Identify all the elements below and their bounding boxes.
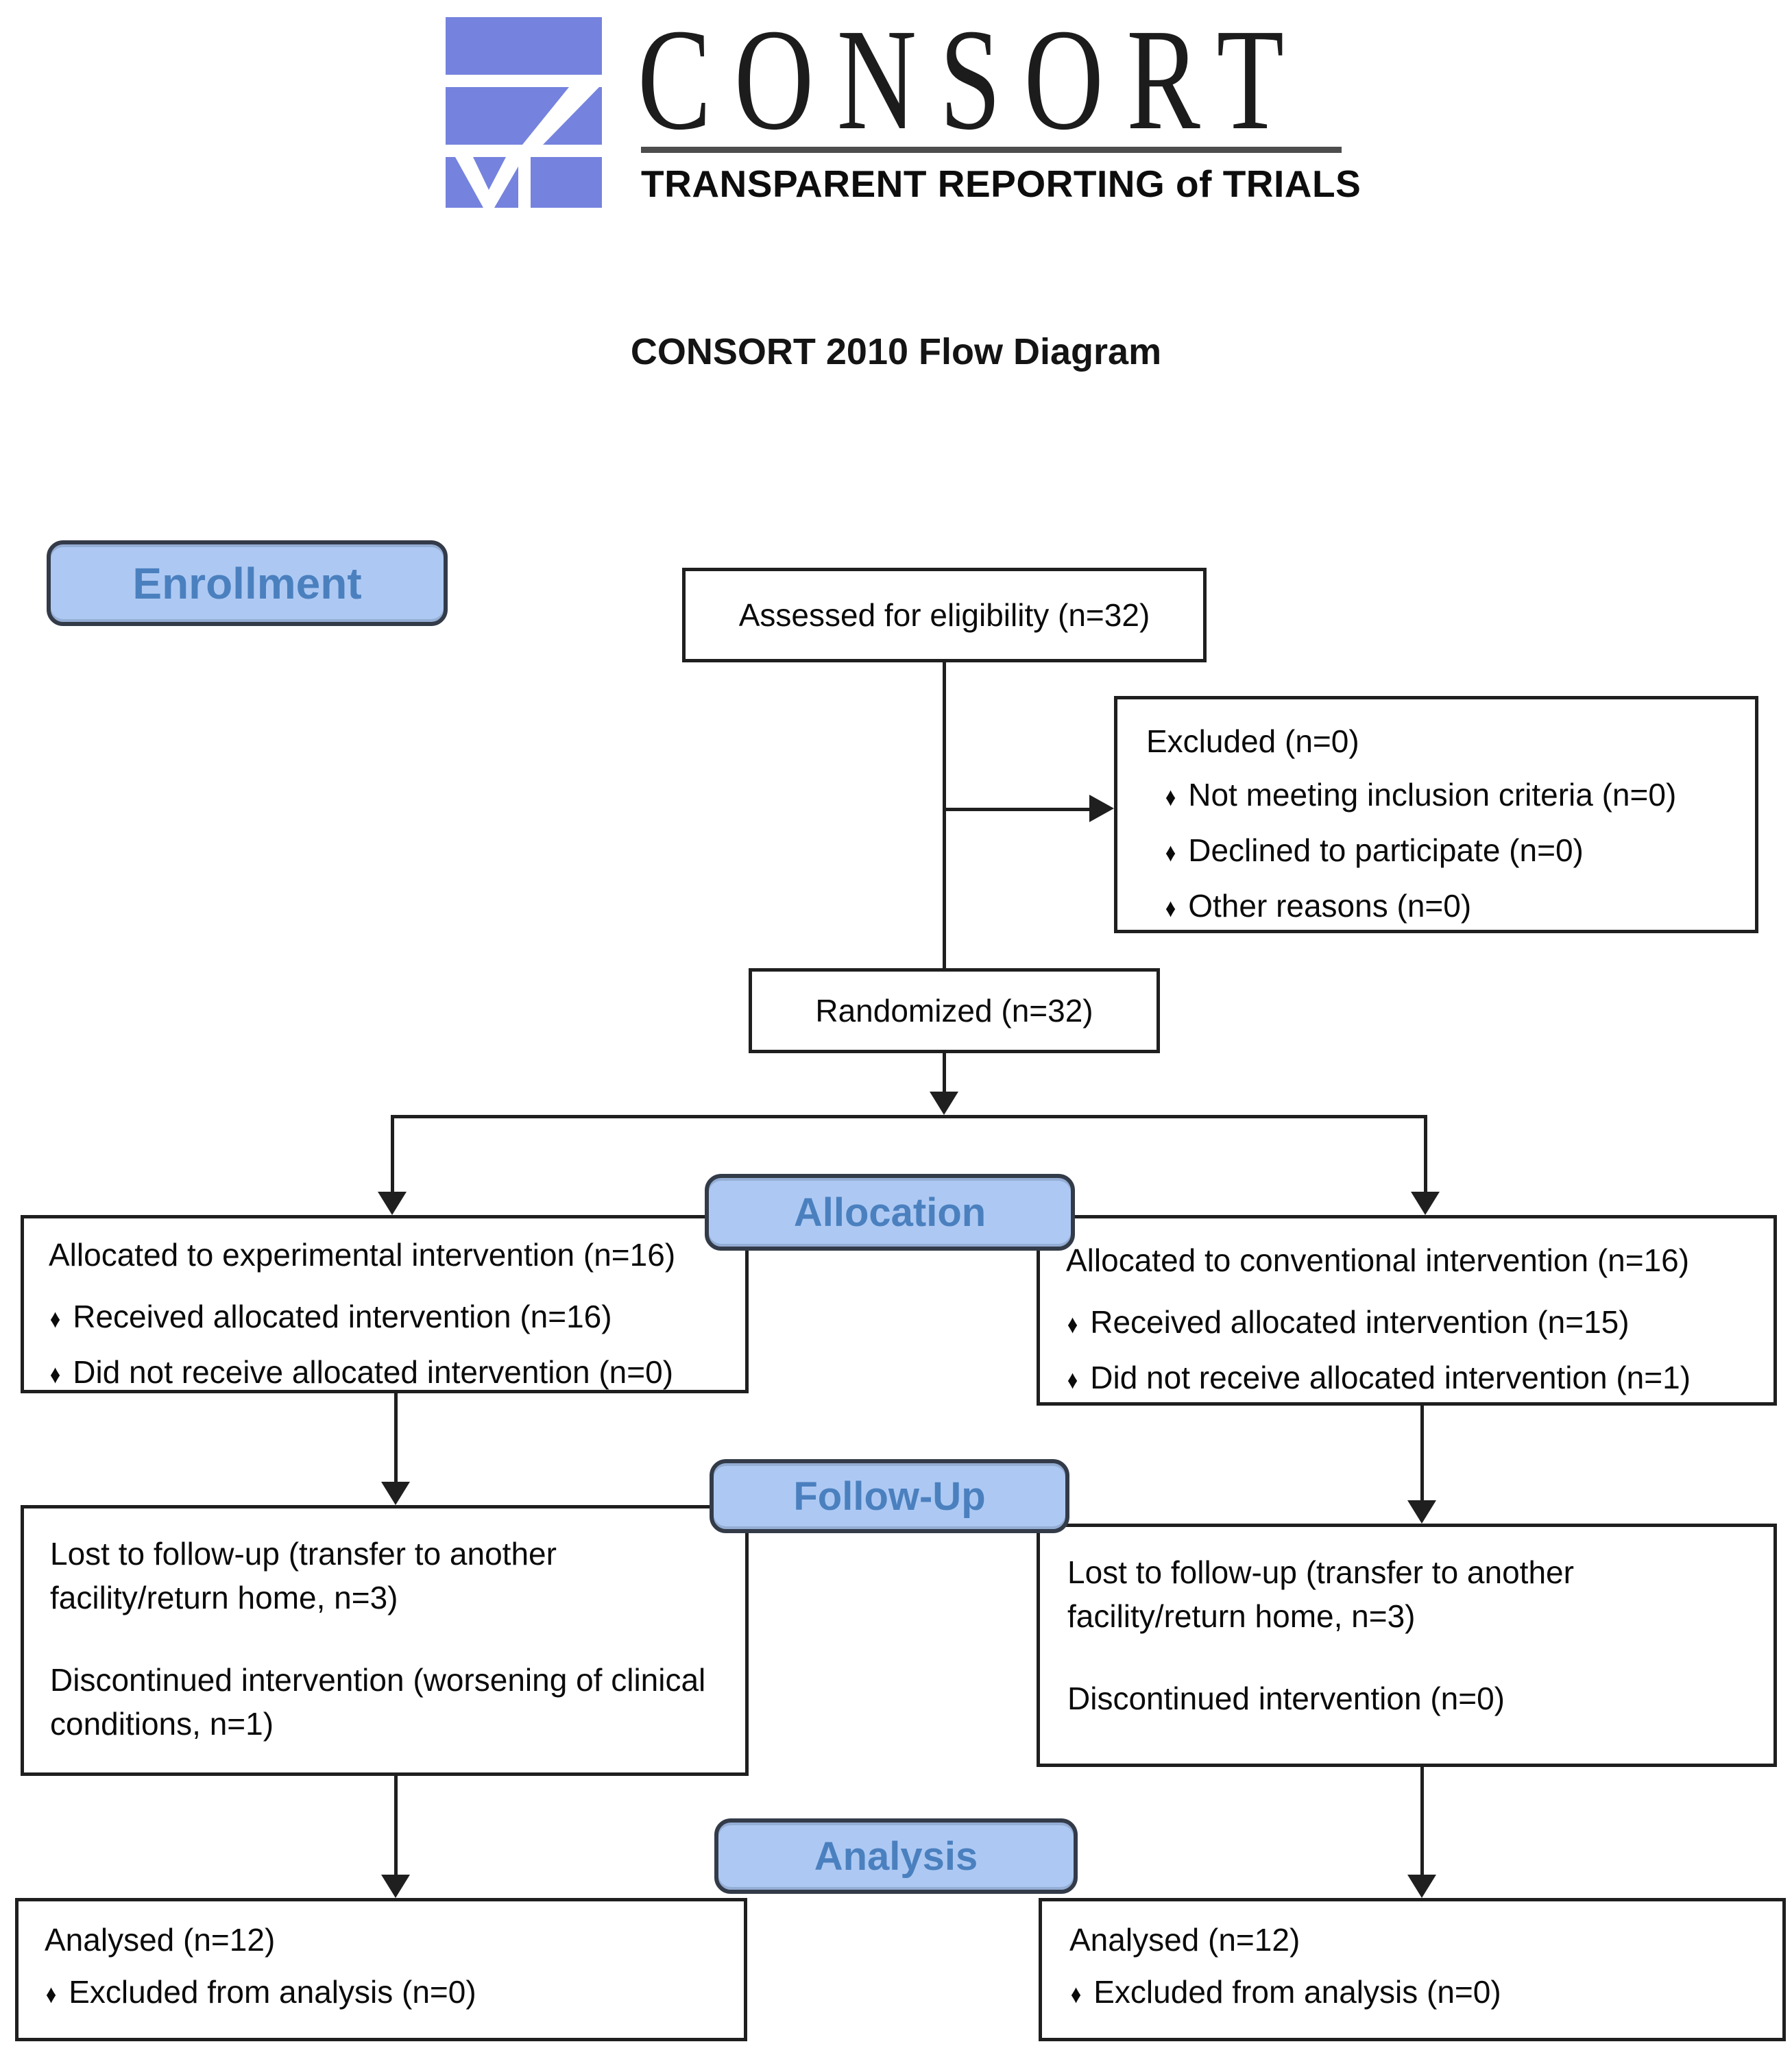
allocation-left-bullet-row: ♦ Received allocated intervention (n=16) (49, 1290, 737, 1345)
excluded-box: Excluded (n=0) ♦ Not meeting inclusion cr… (1114, 696, 1758, 933)
followup-left-paragraph: Discontinued intervention (worsening of … (50, 1662, 706, 1742)
consort-wordmark: CONSORT (638, 0, 1307, 160)
allocation-right-bullet-row: ♦ Did not receive allocated intervention … (1066, 1351, 1765, 1406)
arrowhead-into-alloc-right (1411, 1192, 1440, 1215)
excluded-title: Excluded (n=0) (1146, 723, 1359, 759)
consort-logo-icon (446, 17, 602, 208)
allocation-right-title: Allocated to conventional intervention (… (1066, 1242, 1690, 1278)
connector-alloc-right-to-followup (1420, 1406, 1424, 1502)
diamond-bullet-icon: ♦ (1067, 1310, 1078, 1338)
logo-checkmark-tail-cut (522, 87, 599, 145)
diamond-bullet-icon: ♦ (1067, 1365, 1078, 1394)
followup-right-paragraph: Lost to follow-up (transfer to another f… (1067, 1554, 1574, 1634)
excluded-bullet-row: ♦ Not meeting inclusion criteria (n=0) (1146, 768, 1734, 823)
connector-alloc-left-to-followup (394, 1393, 398, 1483)
analysis-left-title: Analysed (n=12) (45, 1922, 276, 1958)
logo-bar-top (446, 17, 602, 75)
assessed-box: Assessed for eligibility (n=32) (682, 568, 1207, 662)
followup-left-paragraph: Lost to follow-up (transfer to another f… (50, 1536, 557, 1615)
stage-label-analysis-text: Analysis (814, 1833, 978, 1879)
allocation-right-bullet-text: Did not receive allocated intervention (… (1090, 1360, 1691, 1395)
diamond-bullet-icon: ♦ (45, 1980, 57, 2008)
logo-checkmark-v-cut (455, 157, 524, 208)
diamond-bullet-icon: ♦ (1165, 782, 1176, 811)
assessed-text: Assessed for eligibility (n=32) (738, 597, 1150, 633)
allocation-left-bullet-text: Received allocated intervention (n=16) (73, 1299, 612, 1334)
wordmark-divider-rule (641, 147, 1342, 153)
diamond-bullet-icon: ♦ (49, 1304, 61, 1333)
stage-label-allocation: Allocation (705, 1174, 1075, 1251)
analysis-left-box: Analysed (n=12) ♦ Excluded from analysis … (15, 1898, 747, 2041)
arrowhead-into-followup-right (1407, 1500, 1436, 1524)
logo-bar-bottom-right (531, 157, 602, 208)
analysis-right-bullet-text: Excluded from analysis (n=0) (1093, 1974, 1501, 2010)
arrowhead-into-alloc-left (378, 1192, 407, 1215)
stage-label-allocation-text: Allocation (793, 1190, 986, 1235)
diamond-bullet-icon: ♦ (1165, 893, 1176, 922)
arrowhead-randomized-split (930, 1092, 958, 1115)
connector-randomized-down (943, 1053, 946, 1093)
arrowhead-into-analysis-left (381, 1875, 410, 1898)
followup-left-box: Lost to follow-up (transfer to another f… (21, 1505, 749, 1776)
allocation-left-bullet-text: Did not receive allocated intervention (… (73, 1354, 674, 1390)
diamond-bullet-icon: ♦ (1070, 1980, 1082, 2008)
excluded-bullet-text: Other reasons (n=0) (1188, 888, 1472, 924)
stage-label-enrollment: Enrollment (47, 540, 448, 626)
connector-split-to-alloc-left (391, 1115, 394, 1193)
allocation-left-title: Allocated to experimental intervention (… (49, 1237, 676, 1273)
stage-label-followup: Follow-Up (710, 1459, 1069, 1533)
allocation-right-bullet-text: Received allocated intervention (n=15) (1090, 1304, 1630, 1340)
allocation-right-bullet-row: ♦ Received allocated intervention (n=15) (1066, 1295, 1765, 1351)
diamond-bullet-icon: ♦ (1165, 838, 1176, 867)
analysis-right-bullet-row: ♦ Excluded from analysis (n=0) (1069, 1970, 1769, 2016)
randomized-text: Randomized (n=32) (815, 992, 1093, 1029)
excluded-bullet-row: ♦ Other reasons (n=0) (1146, 879, 1734, 935)
excluded-bullet-text: Declined to participate (n=0) (1188, 832, 1584, 868)
allocation-left-box: Allocated to experimental intervention (… (21, 1215, 749, 1393)
arrowhead-into-followup-left (381, 1482, 410, 1505)
stage-label-enrollment-text: Enrollment (132, 558, 362, 608)
connector-followup-right-to-analysis (1420, 1767, 1424, 1876)
logo-subtitle: TRANSPARENT REPORTING of TRIALS (641, 163, 1361, 205)
stage-label-analysis: Analysis (714, 1818, 1078, 1894)
allocation-right-box: Allocated to conventional intervention (… (1037, 1215, 1777, 1406)
diamond-bullet-icon: ♦ (49, 1360, 61, 1388)
followup-right-paragraph: Discontinued intervention (n=0) (1067, 1681, 1505, 1716)
analysis-right-title: Analysed (n=12) (1069, 1922, 1300, 1958)
connector-split-to-alloc-right (1424, 1115, 1427, 1193)
page-title: CONSORT 2010 Flow Diagram (630, 331, 1162, 372)
analysis-left-bullet-row: ♦ Excluded from analysis (n=0) (45, 1970, 730, 2016)
connector-branch-to-excluded (944, 808, 1092, 811)
analysis-left-bullet-text: Excluded from analysis (n=0) (69, 1974, 476, 2010)
allocation-left-bullet-row: ♦ Did not receive allocated intervention … (49, 1345, 737, 1401)
connector-assessed-to-randomized (943, 662, 946, 970)
connector-split-horizontal (391, 1115, 1427, 1118)
stage-label-followup-text: Follow-Up (793, 1474, 986, 1519)
followup-right-box: Lost to follow-up (transfer to another f… (1037, 1524, 1777, 1767)
arrowhead-into-analysis-right (1407, 1875, 1436, 1898)
analysis-right-box: Analysed (n=12) ♦ Excluded from analysis … (1039, 1898, 1786, 2041)
connector-followup-left-to-analysis (394, 1776, 398, 1876)
arrowhead-into-excluded (1089, 795, 1114, 822)
excluded-bullet-text: Not meeting inclusion criteria (n=0) (1188, 777, 1677, 813)
randomized-box: Randomized (n=32) (749, 968, 1160, 1053)
excluded-bullet-row: ♦ Declined to participate (n=0) (1146, 823, 1734, 879)
